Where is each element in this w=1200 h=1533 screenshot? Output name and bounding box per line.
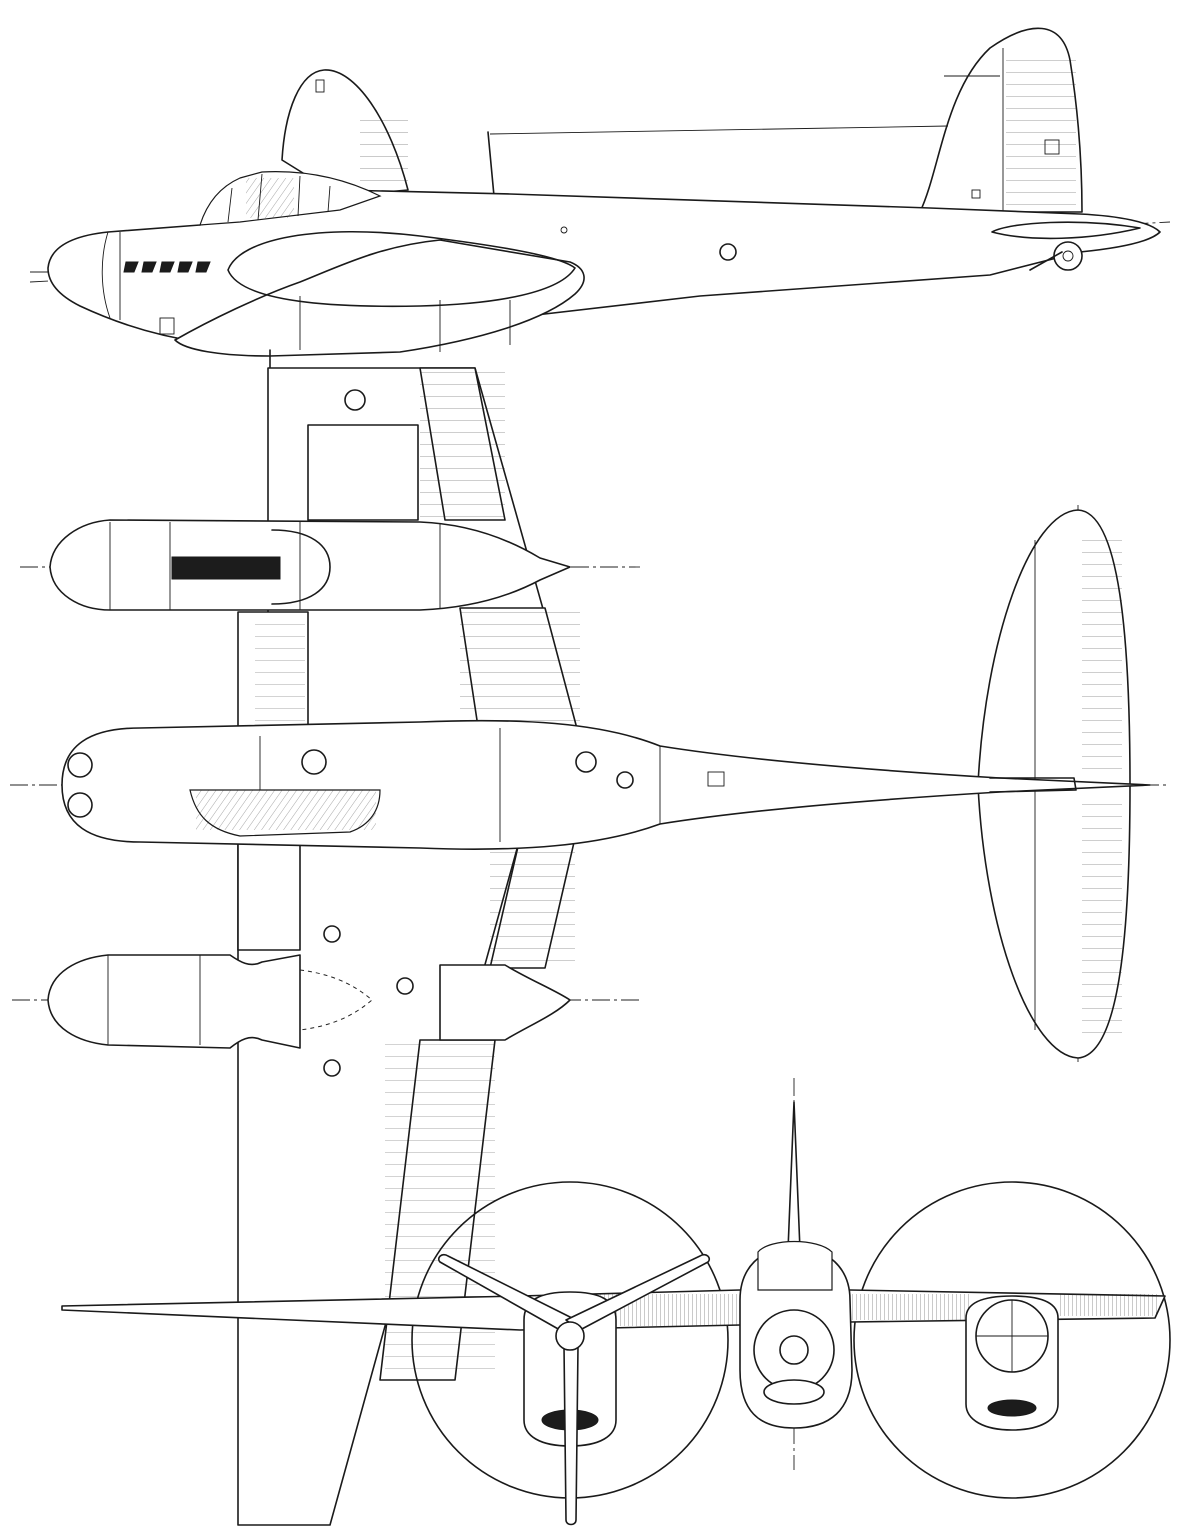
- propeller-blade-1: [437, 1253, 577, 1331]
- side-view: [29, 27, 1171, 369]
- front-view: [61, 1078, 1171, 1526]
- propeller-blade-2: [565, 1253, 711, 1331]
- propeller-blade-3: [563, 1345, 579, 1526]
- nacelle-lower: [47, 954, 301, 1049]
- exhaust-stubs: [123, 261, 211, 273]
- front-fin: [787, 1101, 801, 1251]
- top-view: [10, 367, 1170, 1526]
- spinner-port: [555, 1321, 585, 1351]
- aerial-mast: [487, 131, 495, 197]
- aerial-wire: [489, 125, 949, 135]
- tail-wheel: [1053, 241, 1083, 271]
- prop-disc-starboard: [853, 1181, 1171, 1499]
